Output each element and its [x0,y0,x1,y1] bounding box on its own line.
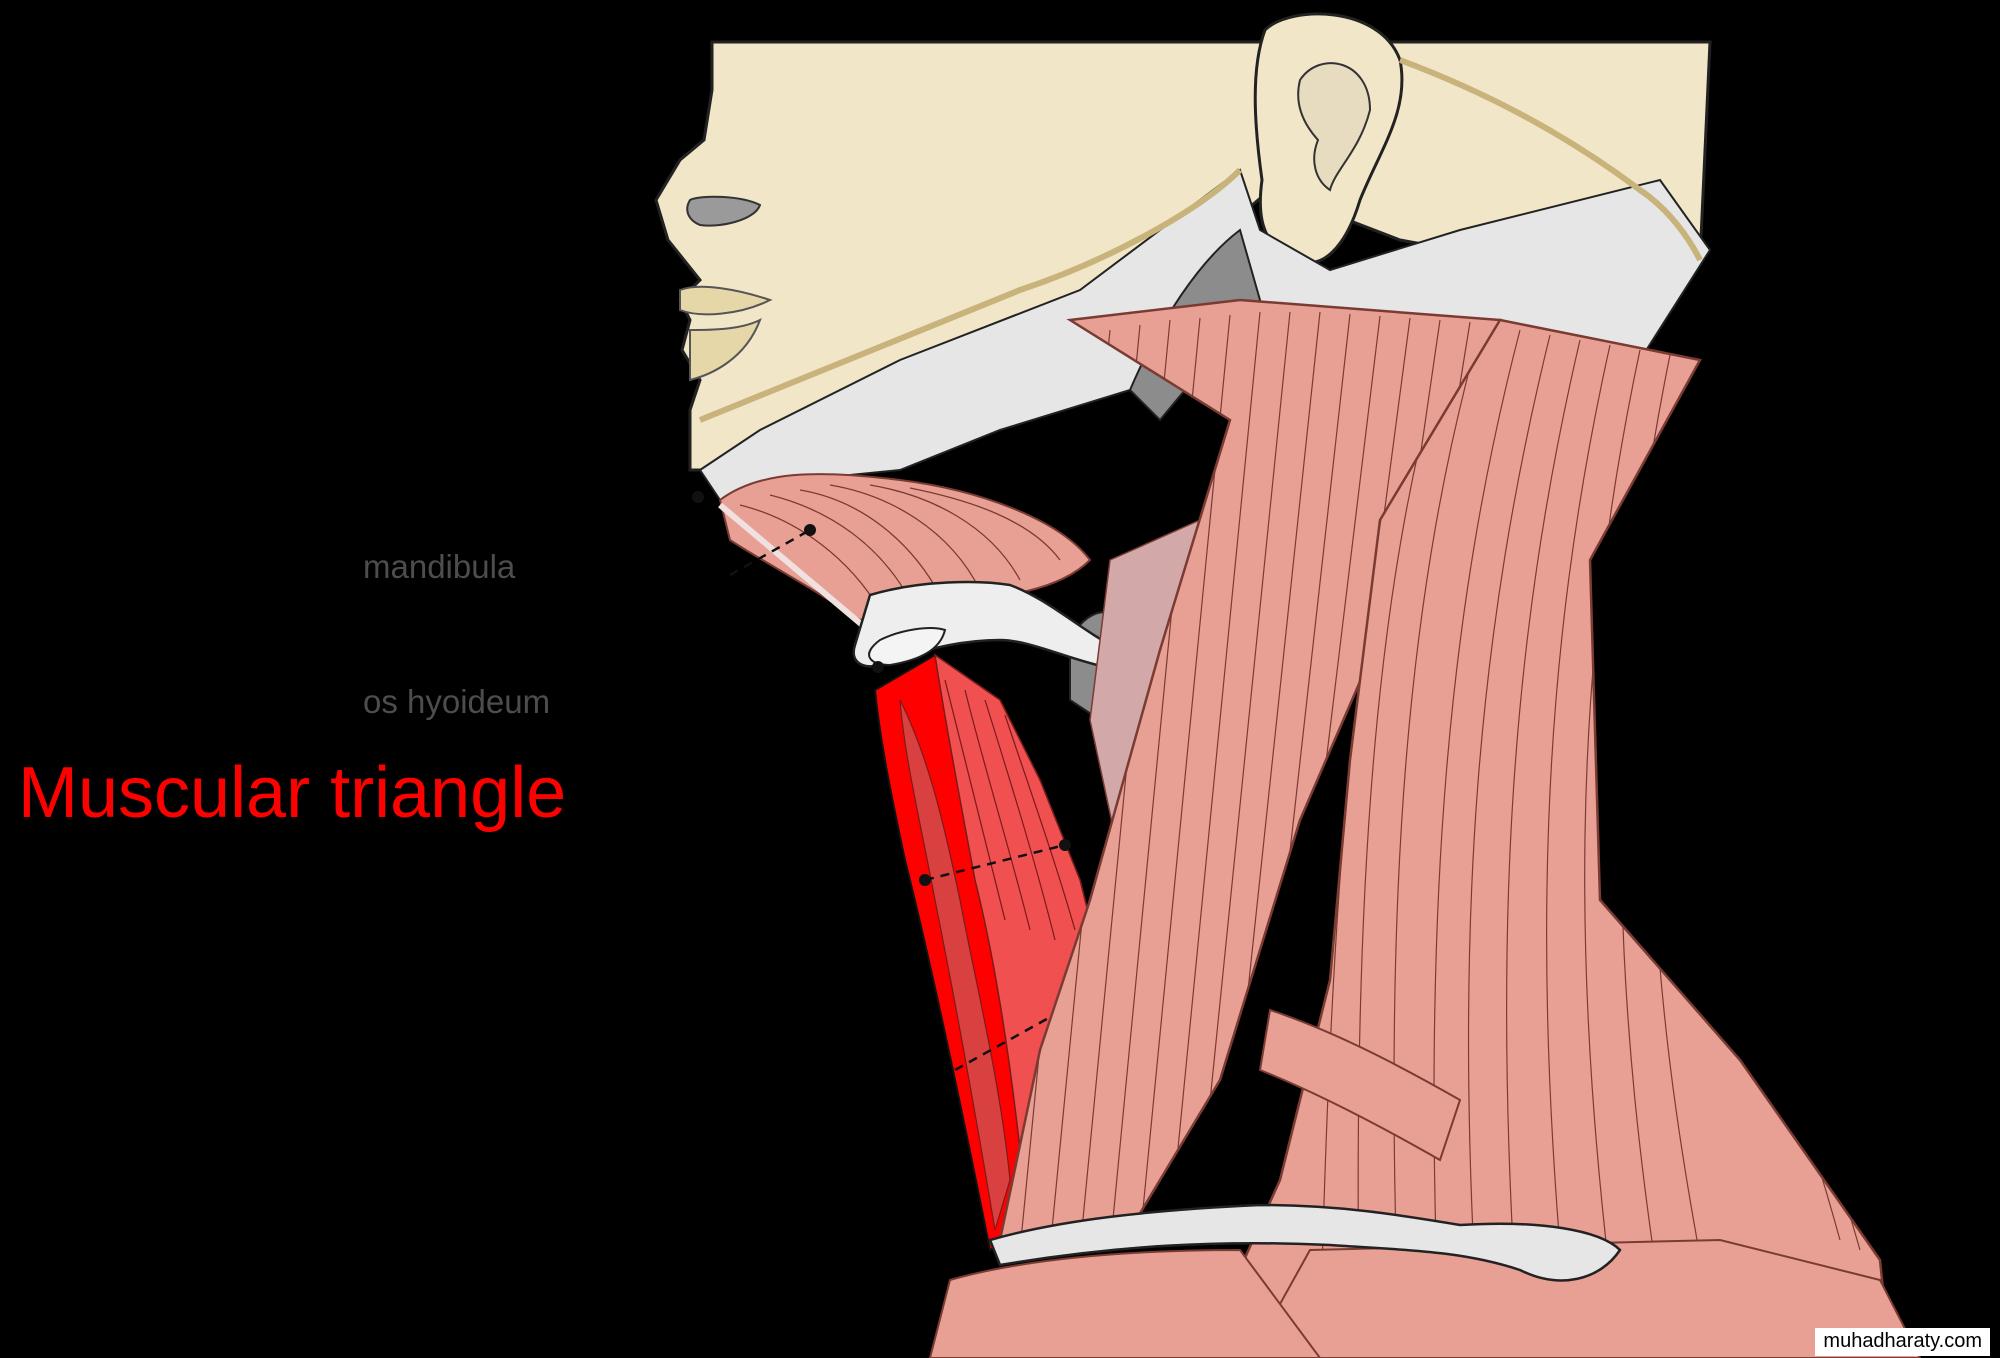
label-mandibula: mandibula [363,548,516,585]
digastric-tendon [718,502,882,643]
nostril [686,195,762,227]
figure-title: Muscular triangle [18,753,567,833]
label-os-hyoideum: os hyoideum [363,683,551,720]
infrahyoid-muscle-inner [899,699,1011,1231]
hyoid-body [868,627,947,667]
clavicle [988,1203,1622,1282]
lips [679,285,773,382]
scalene-band [1258,1008,1462,1162]
ear-inner [1297,62,1372,192]
pointer-lines [729,528,1136,1072]
jaw-line [698,167,1243,423]
lower-chest-muscle [928,1248,1322,1358]
triangle-fibers [944,679,1076,941]
suprahyoid-fibers [739,484,1061,611]
occipital-line [1398,57,1703,262]
watermark: muhadharaty.com [1815,1328,1990,1356]
